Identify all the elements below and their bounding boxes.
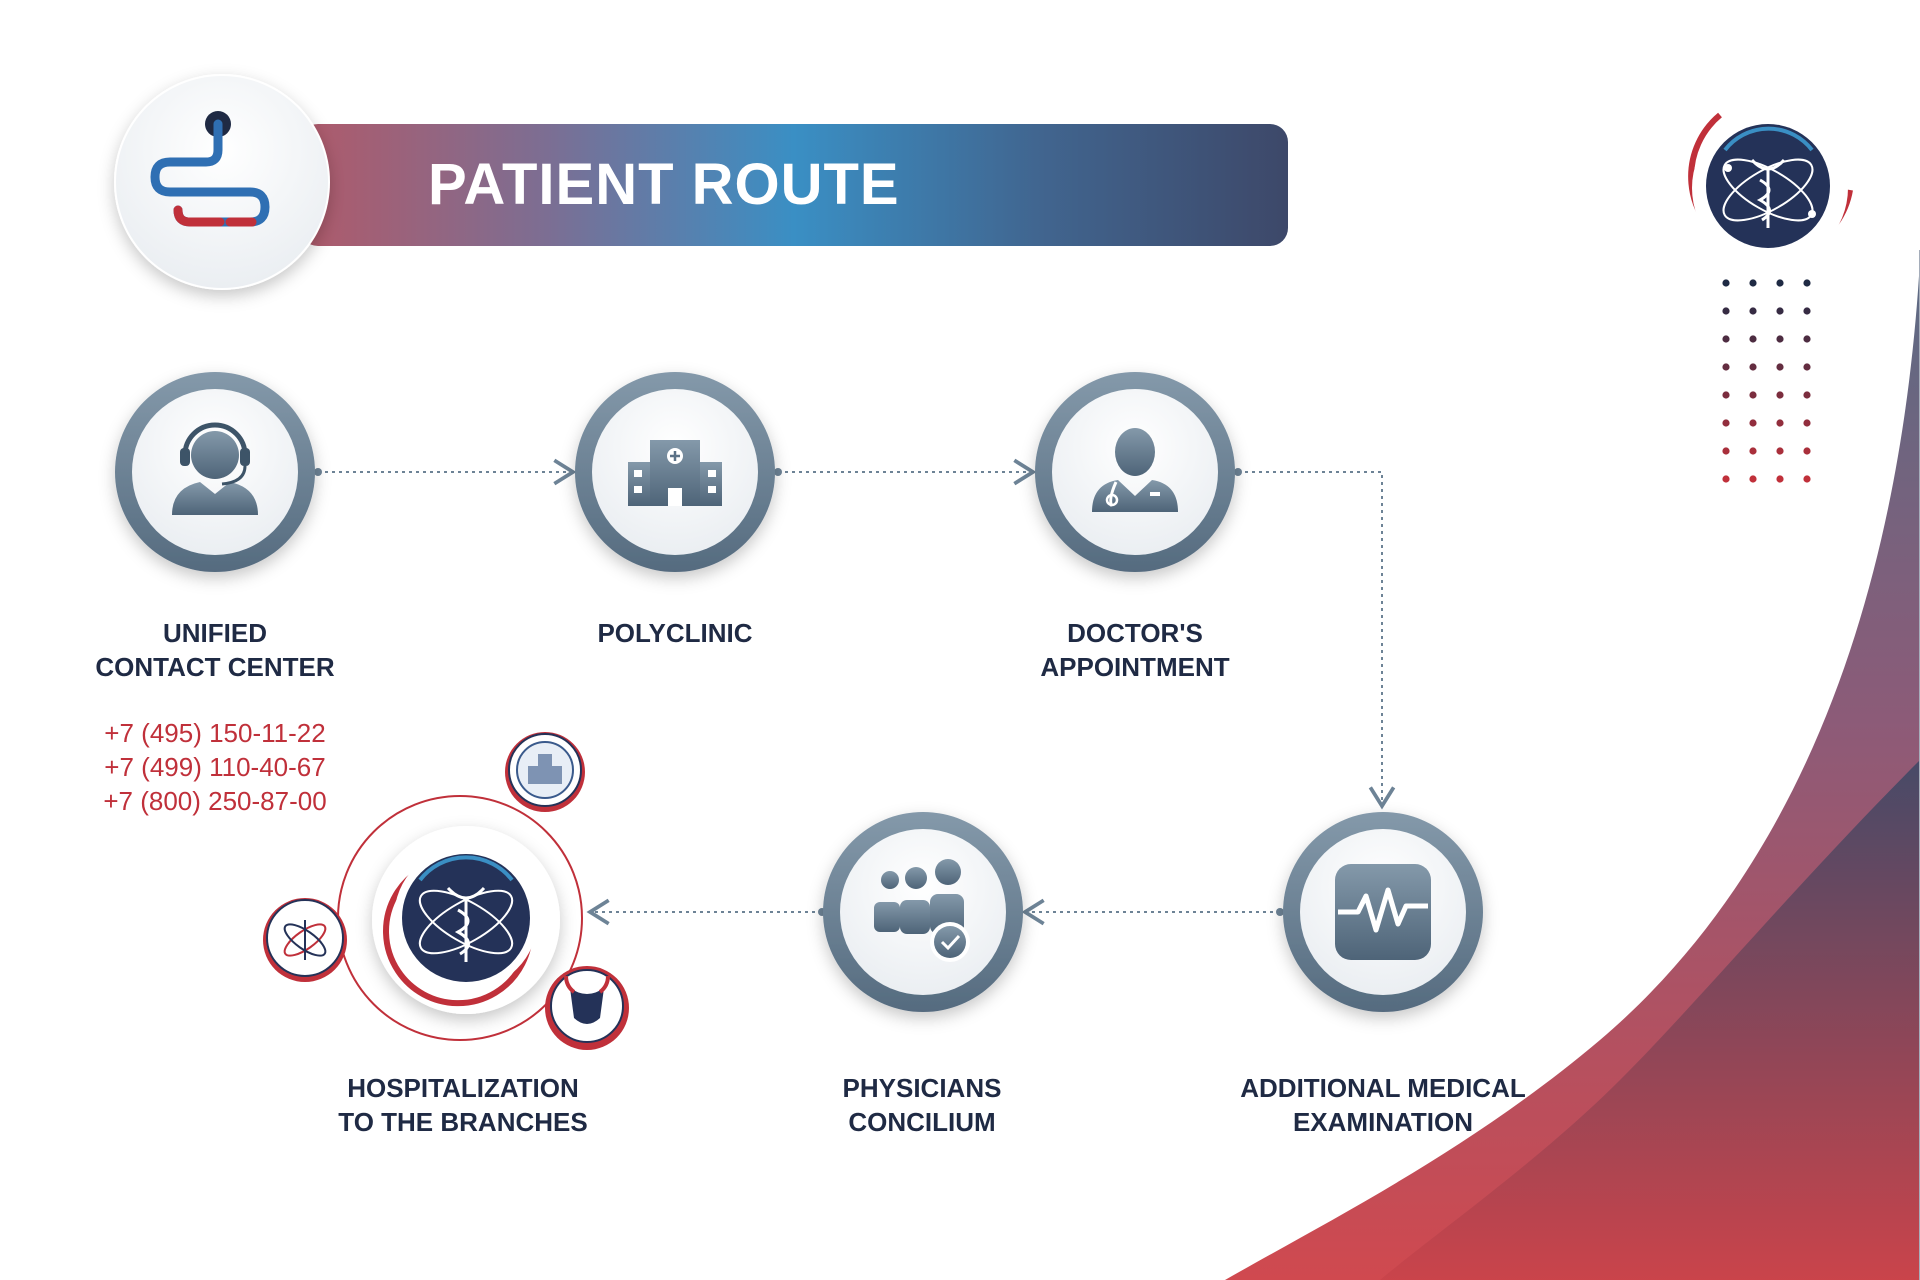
hospital-building-icon bbox=[628, 440, 722, 506]
grid-dot bbox=[1749, 419, 1757, 427]
grid-dot bbox=[1776, 475, 1784, 483]
branch-badge-top bbox=[505, 732, 585, 812]
grid-dot bbox=[1722, 475, 1730, 483]
phone-number[interactable]: +7 (499) 110-40-67 bbox=[104, 752, 326, 782]
grid-dot bbox=[1776, 335, 1784, 343]
grid-dot bbox=[1803, 279, 1811, 287]
step-examination-node bbox=[1283, 812, 1483, 1012]
step-label-line: DOCTOR'S bbox=[1067, 618, 1203, 648]
phone-number[interactable]: +7 (495) 150-11-22 bbox=[104, 718, 326, 748]
step-contact-center-node bbox=[115, 372, 315, 572]
grid-dot bbox=[1749, 279, 1757, 287]
branch-badge-left bbox=[263, 898, 347, 982]
step-label-physicians-concilium: PHYSICIANS CONCILIUM bbox=[742, 1071, 1102, 1139]
step-label-line: HOSPITALIZATION bbox=[347, 1073, 579, 1103]
step-polyclinic-node bbox=[575, 372, 775, 572]
grid-dot bbox=[1803, 391, 1811, 399]
grid-dot bbox=[1776, 391, 1784, 399]
contact-phone-list: +7 (495) 150-11-22 +7 (499) 110-40-67 +7… bbox=[60, 716, 370, 818]
headset-operator-icon bbox=[172, 422, 258, 515]
phone-number[interactable]: +7 (800) 250-87-00 bbox=[103, 786, 327, 816]
branch-badge-bottom bbox=[545, 966, 629, 1050]
route-connectors bbox=[318, 458, 1396, 926]
grid-dot bbox=[1722, 391, 1730, 399]
grid-dot bbox=[1803, 419, 1811, 427]
grid-dot bbox=[1749, 447, 1757, 455]
grid-dot bbox=[1776, 419, 1784, 427]
connector-doctor-to-exam bbox=[1238, 471, 1396, 810]
title-banner bbox=[300, 124, 1288, 246]
step-hospitalization-node bbox=[263, 732, 629, 1050]
grid-dot bbox=[1749, 363, 1757, 371]
grid-dot bbox=[1803, 335, 1811, 343]
step-label-doctor-appointment: DOCTOR'S APPOINTMENT bbox=[955, 616, 1315, 684]
route-icon-badge bbox=[114, 74, 330, 290]
clinic-emblem-logo bbox=[1688, 110, 1853, 266]
grid-dot bbox=[1722, 447, 1730, 455]
step-concilium-node bbox=[823, 812, 1023, 1012]
grid-dot bbox=[1776, 447, 1784, 455]
step-label-hospitalization: HOSPITALIZATION TO THE BRANCHES bbox=[283, 1071, 643, 1139]
step-label-additional-examination: ADDITIONAL MEDICAL EXAMINATION bbox=[1193, 1071, 1573, 1139]
step-label-line: CONCILIUM bbox=[848, 1107, 996, 1137]
heart-monitor-icon bbox=[1335, 864, 1431, 960]
step-label-line: UNIFIED bbox=[163, 618, 267, 648]
grid-dot bbox=[1722, 335, 1730, 343]
group-checkmark-icon bbox=[874, 859, 970, 962]
step-doctor-node bbox=[1035, 372, 1235, 572]
step-label-polyclinic: POLYCLINIC bbox=[495, 616, 855, 650]
step-label-line: TO THE BRANCHES bbox=[338, 1107, 588, 1137]
route-path-icon bbox=[150, 111, 270, 227]
step-label-line: APPOINTMENT bbox=[1040, 652, 1230, 682]
grid-dot bbox=[1722, 307, 1730, 315]
step-label-contact-center: UNIFIED CONTACT CENTER bbox=[35, 616, 395, 684]
grid-dot bbox=[1749, 475, 1757, 483]
grid-dot bbox=[1776, 307, 1784, 315]
grid-dot bbox=[1803, 307, 1811, 315]
decorative-dot-grid bbox=[1722, 279, 1811, 483]
step-label-line: CONTACT CENTER bbox=[95, 652, 335, 682]
grid-dot bbox=[1749, 335, 1757, 343]
grid-dot bbox=[1803, 447, 1811, 455]
grid-dot bbox=[1722, 419, 1730, 427]
decorative-swoosh bbox=[1225, 250, 1920, 1280]
step-label-line: POLYCLINIC bbox=[597, 618, 753, 648]
grid-dot bbox=[1803, 363, 1811, 371]
hospital-emblem-icon bbox=[383, 846, 538, 1007]
doctor-stethoscope-icon bbox=[1092, 428, 1178, 512]
grid-dot bbox=[1722, 363, 1730, 371]
grid-dot bbox=[1776, 363, 1784, 371]
grid-dot bbox=[1776, 279, 1784, 287]
step-label-line: ADDITIONAL MEDICAL bbox=[1240, 1073, 1526, 1103]
grid-dot bbox=[1749, 391, 1757, 399]
grid-dot bbox=[1722, 279, 1730, 287]
step-label-line: PHYSICIANS bbox=[842, 1073, 1002, 1103]
step-label-line: EXAMINATION bbox=[1292, 1107, 1474, 1137]
grid-dot bbox=[1803, 475, 1811, 483]
page-title: PATIENT ROUTE bbox=[428, 152, 900, 217]
grid-dot bbox=[1749, 307, 1757, 315]
